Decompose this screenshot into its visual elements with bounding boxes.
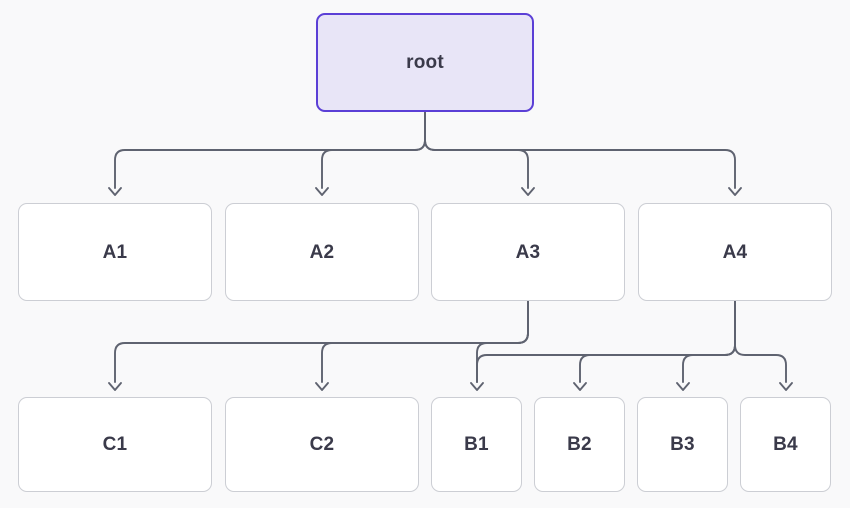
node-label-b3: B3 (670, 434, 695, 455)
node-label-a3: A3 (515, 241, 541, 263)
node-b1[interactable]: B1 (431, 397, 522, 492)
node-label-c1: C1 (102, 434, 128, 455)
edge-root-to-a3 (424, 111, 529, 189)
edge-root-to-a4 (424, 111, 736, 189)
node-c2[interactable]: C2 (225, 397, 419, 492)
node-a3[interactable]: A3 (431, 203, 625, 301)
node-a2[interactable]: A2 (225, 203, 419, 301)
node-c1[interactable]: C1 (18, 397, 212, 492)
node-label-a4: A4 (722, 241, 748, 263)
node-b3[interactable]: B3 (637, 397, 728, 492)
arrowhead-a1 (108, 187, 122, 196)
edge-a4-to-b4 (734, 300, 787, 383)
node-label-b1: B1 (464, 434, 489, 455)
node-label-b2: B2 (567, 434, 592, 455)
node-label-b4: B4 (773, 434, 798, 455)
node-a4[interactable]: A4 (638, 203, 832, 301)
arrowhead-b2 (573, 382, 587, 391)
edge-a4-to-b1 (476, 300, 736, 383)
node-label-c2: C2 (309, 434, 335, 455)
edge-a3-to-c1 (114, 300, 529, 383)
edge-root-to-a2 (321, 111, 426, 189)
edge-a4-to-b2 (579, 300, 736, 383)
node-label-a2: A2 (309, 241, 335, 263)
arrowhead-b1 (470, 382, 484, 391)
edge-a3-to-c2 (321, 300, 529, 383)
arrowhead-a4 (728, 187, 742, 196)
node-label-a1: A1 (102, 241, 128, 263)
edge-a4-to-b3 (682, 300, 736, 383)
arrowhead-b3 (676, 382, 690, 391)
edge-root-to-a1 (114, 111, 426, 189)
arrowhead-c2 (315, 382, 329, 391)
edge-a3-to-b1 (476, 300, 529, 383)
node-a1[interactable]: A1 (18, 203, 212, 301)
arrowhead-a2 (315, 187, 329, 196)
node-root[interactable]: root (316, 13, 534, 112)
arrowhead-a3 (521, 187, 535, 196)
arrowhead-b4 (779, 382, 793, 391)
node-b4[interactable]: B4 (740, 397, 831, 492)
node-label-root: root (406, 52, 444, 73)
node-b2[interactable]: B2 (534, 397, 625, 492)
arrowhead-c1 (108, 382, 122, 391)
